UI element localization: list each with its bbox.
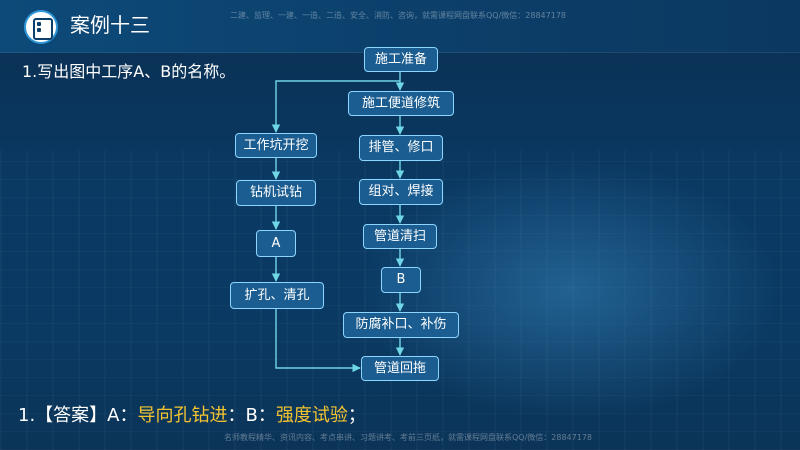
step-pipe-pullback: 管道回拖 — [361, 356, 439, 381]
step-construction-prep: 施工准备 — [364, 47, 438, 72]
logo-dot — [37, 22, 41, 26]
step-anticorrosion: 防腐补口、补伤 — [343, 312, 459, 338]
step-pipe-cleaning: 管道清扫 — [363, 224, 437, 249]
arrow-prep-to-pit — [271, 80, 400, 133]
step-test-drilling: 钻机试钻 — [236, 180, 316, 206]
answer-mid: ：B： — [227, 405, 276, 426]
arrow-ream-to-pull — [275, 309, 361, 373]
logo-dot — [37, 28, 41, 32]
answer-prefix: 1.【答案】A： — [18, 405, 138, 426]
logo-icon — [24, 10, 58, 44]
slide-header: 案例十三 二建、监理、一建、一造、二造、安全、消防、咨询，就需课程网盘联系QQ/… — [0, 0, 800, 53]
footer-watermark: 名师教程精华、资讯内容、考点串讲、习题讲考、考前三页纸，就需课程网盘联系QQ/微… — [224, 433, 593, 442]
step-pipe-laying: 排管、修口 — [359, 135, 443, 161]
answer-a: 导向孔钻进 — [137, 405, 228, 426]
step-b: B — [381, 267, 421, 293]
answer-line: 1.【答案】A：导向孔钻进：B：强度试验； — [18, 405, 366, 427]
step-welding: 组对、焊接 — [359, 179, 443, 205]
answer-suffix: ； — [347, 405, 366, 426]
step-access-road: 施工便道修筑 — [348, 91, 454, 116]
header-watermark: 二建、监理、一建、一造、二造、安全、消防、咨询，就需课程网盘联系QQ/微信：28… — [230, 11, 567, 20]
answer-b: 强度试验 — [275, 405, 348, 426]
slide-title: 案例十三 — [70, 13, 150, 37]
logo-mark — [33, 18, 53, 40]
step-a: A — [256, 230, 296, 257]
step-reaming: 扩孔、清孔 — [230, 282, 324, 309]
step-work-pit: 工作坑开挖 — [235, 133, 317, 158]
question-text: 1.写出图中工序A、B的名称。 — [22, 62, 236, 81]
